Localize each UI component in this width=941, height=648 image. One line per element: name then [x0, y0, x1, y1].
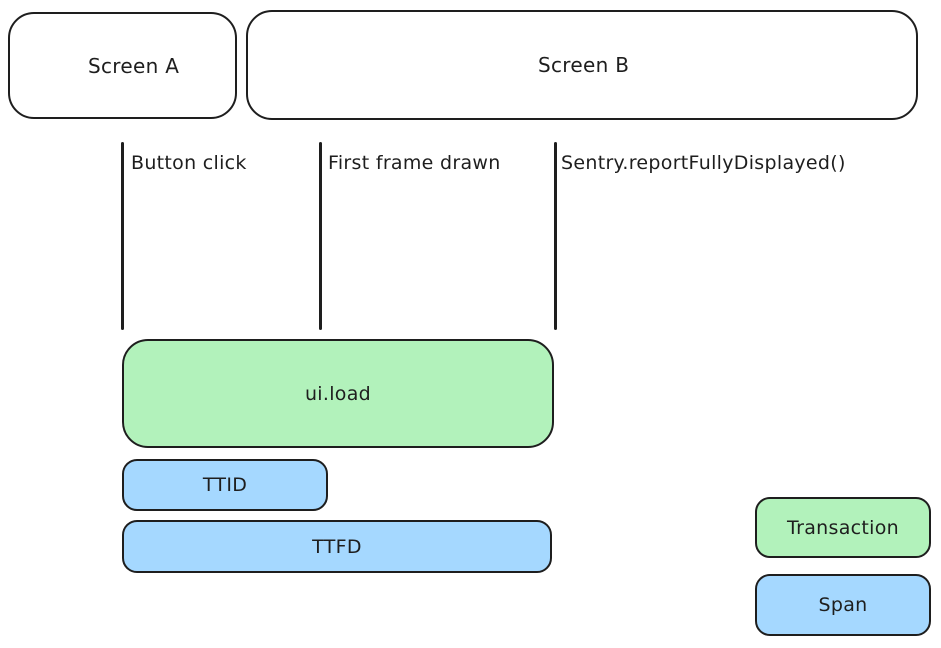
legend-transaction-box: Transaction	[755, 497, 931, 558]
marker-label-report-fully-displayed: Sentry.reportFullyDisplayed()	[561, 152, 846, 174]
ttid-label: TTID	[202, 474, 248, 496]
legend-transaction-label: Transaction	[787, 516, 899, 539]
marker-label-first-frame-drawn: First frame drawn	[328, 152, 501, 174]
legend-span-label: Span	[818, 594, 868, 616]
screen-a-label: Screen A	[88, 53, 180, 78]
screen-b-label: Screen B	[538, 53, 630, 77]
screen-b-box: Screen B	[246, 10, 918, 120]
marker-line-button-click	[121, 142, 124, 330]
ttfd-label: TTFD	[312, 535, 362, 558]
marker-line-report-fully-displayed	[554, 142, 557, 330]
legend-span-box: Span	[755, 574, 931, 636]
marker-label-button-click: Button click	[131, 152, 247, 174]
marker-line-first-frame-drawn	[319, 142, 322, 330]
ttfd-span-bar: TTFD	[122, 520, 552, 573]
screen-a-box: Screen A	[8, 12, 237, 119]
ttid-span-bar: TTID	[122, 459, 328, 511]
ui-load-transaction-bar: ui.load	[122, 339, 554, 448]
ui-load-label: ui.load	[304, 382, 372, 405]
